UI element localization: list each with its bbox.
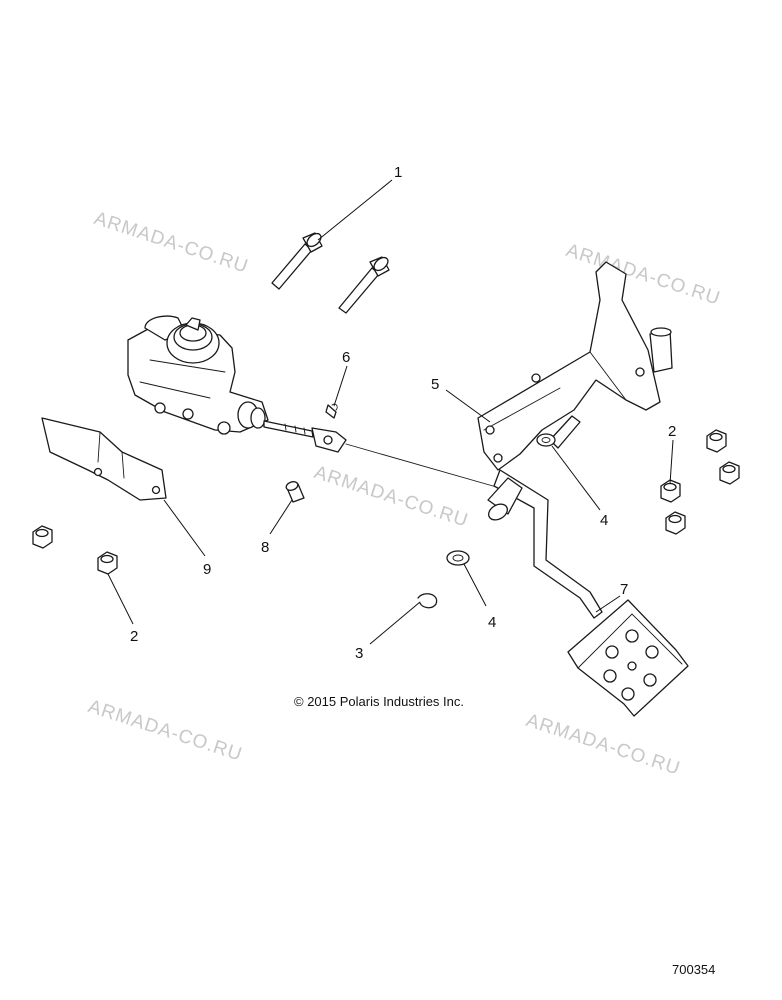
callout-2: 2 [130,628,138,645]
leader-line [369,601,421,645]
leader-line [595,595,621,613]
bolt-part [271,232,323,290]
leader-line [269,499,293,535]
shield-plate [41,417,167,501]
callout-7: 7 [620,581,628,598]
callout-5: 5 [431,376,439,393]
figure-id: 700354 [672,962,716,977]
master-cylinder [127,315,269,435]
copyright-notice: © 2015 Polaris Industries Inc. [294,694,464,709]
nut [719,461,740,485]
nut [97,551,118,575]
bushing [446,550,470,566]
pushrod [263,420,347,453]
callout-6: 6 [342,349,350,366]
nut [32,525,53,549]
bolt-part [338,256,390,314]
nut [706,429,727,453]
leader-line [551,445,601,511]
callout-4: 4 [600,512,608,529]
leader-line [669,439,674,485]
leader-line [463,563,487,607]
brake-pedal [487,469,689,717]
callout-2: 2 [668,423,676,440]
cotter-pin [325,403,338,419]
callout-8: 8 [261,539,269,556]
leader-line [333,365,348,407]
clevis-pin [285,481,305,503]
pedal-bracket [477,261,673,471]
leader-line [107,573,134,625]
nut [665,511,686,535]
leader-line [163,499,206,557]
alignment-line [345,443,501,489]
callout-9: 9 [203,561,211,578]
leader-line [317,179,393,241]
retaining-clip [417,593,438,609]
callout-3: 3 [355,645,363,662]
callout-1: 1 [394,164,402,181]
leader-line [445,389,491,423]
callout-4: 4 [488,614,496,631]
bushing [536,433,556,447]
